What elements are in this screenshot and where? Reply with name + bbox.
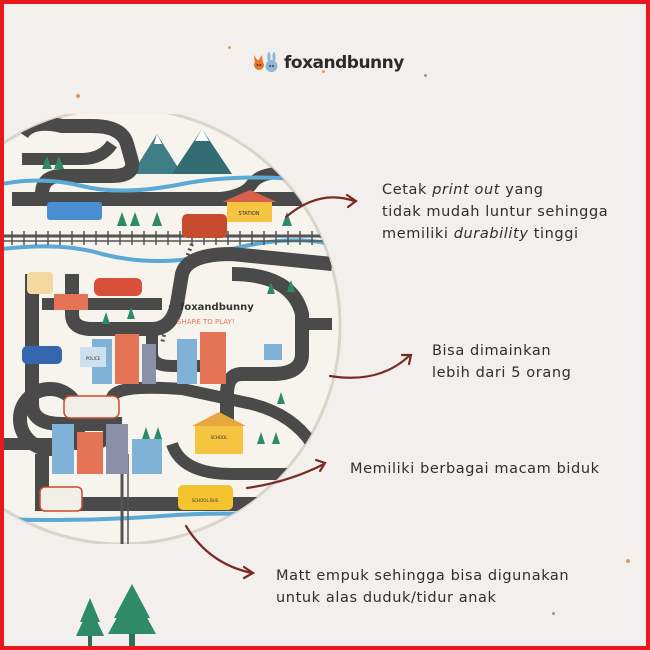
mat-sign-school: SCHOOL	[211, 435, 229, 440]
mat-sign-station: STATION	[238, 211, 259, 217]
callout-line: Bisa dimainkan	[432, 343, 552, 359]
decorative-dot	[626, 559, 630, 563]
callout-arrows	[184, 193, 413, 580]
callout-soft-mat: Matt empuk sehingga bisa digunakan untuk…	[276, 565, 569, 609]
brand-name: foxandbunny	[284, 53, 404, 73]
callout-line: memiliki durability tinggi	[382, 226, 579, 242]
callout-vehicles: Memiliki berbagai macam biduk	[350, 458, 600, 480]
callout-line: Cetak print out yang	[382, 182, 544, 198]
callout-line: untuk alas duduk/tidur anak	[276, 590, 497, 606]
decorative-dot	[322, 70, 325, 73]
callout-line: Memiliki berbagai macam biduk	[350, 461, 600, 477]
mat-sign-police: POLICE	[86, 356, 101, 361]
callout-line: lebih dari 5 orang	[432, 365, 572, 381]
decorative-dot	[228, 46, 231, 49]
brand-logo: foxandbunny	[252, 51, 404, 75]
decorative-dot	[552, 612, 555, 615]
callout-line: tidak mudah luntur sehingga	[382, 204, 609, 220]
mat-slogan: SHARE TO PLAY!	[177, 318, 235, 326]
fox-bunny-icon	[254, 52, 278, 72]
mat-sign-school-bus: SCHOOL BUS	[192, 498, 219, 503]
callout-players: Bisa dimainkan lebih dari 5 orang	[432, 340, 571, 384]
mat-brand-name: foxandbunny	[180, 302, 254, 313]
decorative-dot	[76, 94, 80, 98]
callout-print-durability: Cetak print out yang tidak mudah luntur …	[382, 179, 608, 245]
play-mat-illustration: STATION SCHOOL POLICE foxandbunny	[4, 114, 342, 544]
decorative-dot	[424, 74, 427, 77]
callout-line: Matt empuk sehingga bisa digunakan	[276, 568, 570, 584]
pine-trees-icon	[76, 584, 156, 646]
